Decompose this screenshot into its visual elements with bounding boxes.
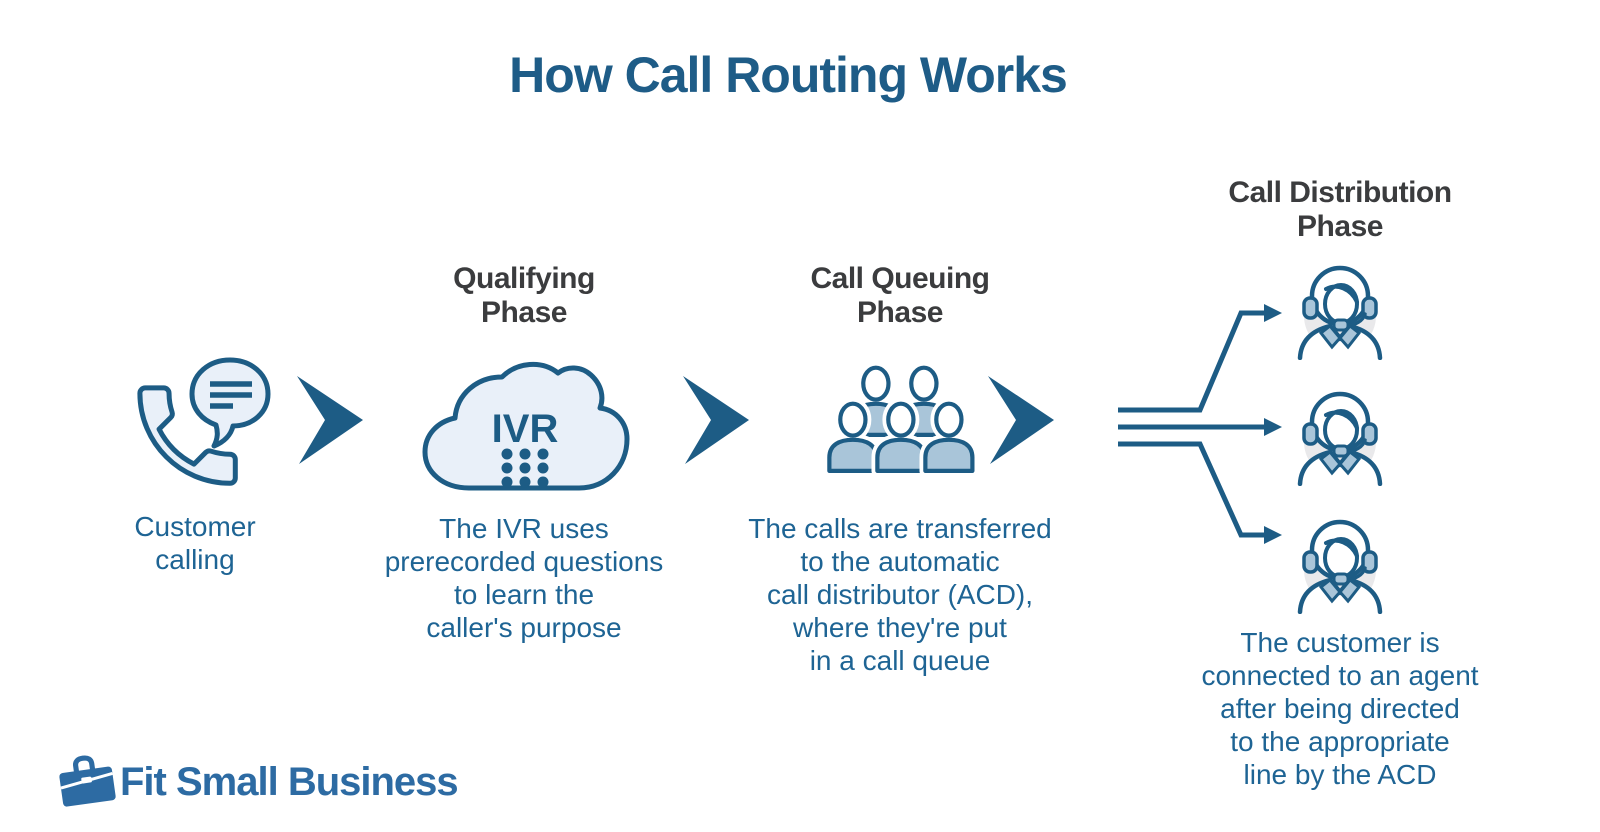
briefcase-icon [59,755,116,807]
chevron-flow-arrow-icon [988,376,1054,464]
caption-line: after being directed [1220,693,1460,724]
caption-line: to the appropriate [1230,726,1450,757]
caption-line: where they're put [793,612,1007,643]
heading-line: Phase [1297,210,1383,243]
caption-line: Customer [134,511,256,542]
caption-line: calling [155,544,235,575]
heading-line: Call Queuing [810,262,990,295]
chevron-flow-arrow-icon [683,376,749,464]
ivr-cloud-icon: IVR [422,361,630,491]
caption-line: The IVR uses [439,513,609,544]
chevron-flow-arrow-icon [297,376,363,464]
caption-line: line by the ACD [1243,759,1437,790]
qualifying-caption: The IVR uses prerecorded questions to le… [364,512,684,644]
agent-headset-icon [1285,510,1395,614]
caption-line: The calls are transferred [748,513,1052,544]
queuing-caption: The calls are transferred to the automat… [730,512,1070,677]
caption-line: connected to an agent [1201,660,1479,691]
qualifying-phase-heading: Qualifying Phase [424,262,624,330]
caption-line: in a call queue [809,645,991,676]
caption-line: prerecorded questions [384,546,664,577]
ivr-label: IVR [492,407,559,451]
queuing-phase-heading: Call Queuing Phase [800,262,1000,330]
agent-headset-icon [1285,382,1395,486]
customer-caption: Customer calling [95,510,295,576]
heading-line: Phase [481,296,567,329]
agent-headset-icon [1285,256,1395,360]
distribution-caption: The customer is connected to an agent af… [1180,626,1500,791]
distribution-phase-heading: Call Distribution Phase [1210,176,1470,244]
caption-line: caller's purpose [426,612,622,643]
caption-line: to the automatic [800,546,1000,577]
caption-line: call distributor (ACD), [766,579,1034,610]
page-title: How Call Routing Works [509,47,1068,103]
call-queue-people-icon [826,364,978,478]
heading-line: Phase [857,296,943,329]
brand-name: Fit Small Business [120,760,459,804]
keypad-dots [501,448,549,488]
caption-line: The customer is [1240,627,1440,658]
fan-out-arrows-icon [1118,304,1282,544]
heading-line: Qualifying [453,262,595,295]
caption-line: to learn the [453,579,595,610]
phone-chat-icon [122,357,271,502]
heading-line: Call Distribution [1228,176,1452,209]
